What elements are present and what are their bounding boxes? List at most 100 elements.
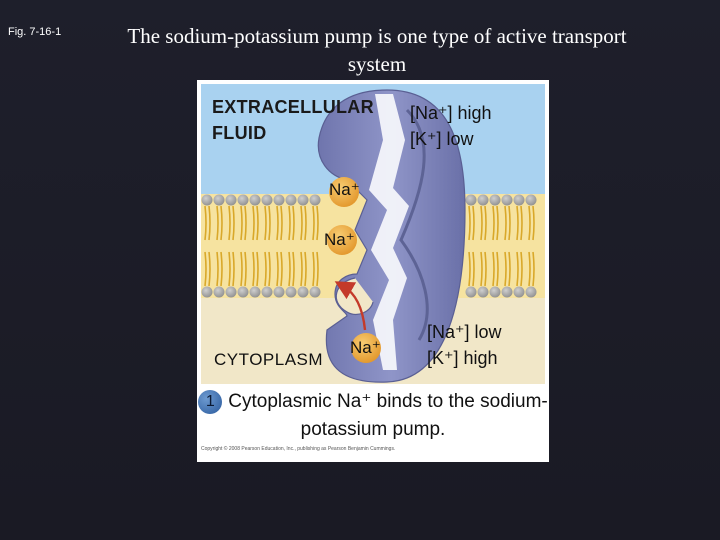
phospholipid-tail [228, 205, 231, 241]
phospholipid-head [489, 194, 501, 206]
inside-na-label: [Na⁺] low [427, 322, 502, 342]
phospholipid-head [261, 286, 273, 298]
phospholipid-tail [496, 205, 499, 241]
inside-concentration: [Na⁺] low [K⁺] high [427, 319, 502, 371]
phospholipid-head [201, 194, 213, 206]
phospholipid-head [285, 286, 297, 298]
phospholipid-tail [484, 251, 487, 287]
phospholipid-tail [276, 205, 279, 241]
step-number-badge: 1 [198, 390, 223, 414]
phospholipid-tail [300, 205, 303, 241]
phospholipid-tail [520, 205, 523, 241]
sodium-ion-1-label: Na⁺ [329, 180, 360, 199]
sodium-potassium-pump-figure: EXTRACELLULAR FLUID [Na⁺] high [K⁺] low … [197, 80, 549, 462]
phospholipid-tail [244, 205, 247, 241]
phospholipid-head [297, 194, 309, 206]
phospholipid-tail [216, 251, 219, 287]
phospholipid-tail [208, 205, 211, 241]
phospholipid-head [525, 286, 537, 298]
extracellular-label-line1: EXTRACELLULAR [212, 97, 374, 117]
phospholipid-tail [312, 205, 315, 241]
phospholipid-tail [276, 251, 279, 287]
phospholipid-tail [252, 251, 255, 287]
phospholipid-tail [256, 205, 259, 241]
phospholipid-tail [528, 251, 531, 287]
phospholipid-tail [468, 251, 471, 287]
phospholipid-head [249, 194, 261, 206]
movement-arrow [334, 281, 367, 331]
phospholipid-tail [528, 205, 531, 241]
phospholipid-head [225, 194, 237, 206]
pump-ridge [399, 108, 429, 341]
phospholipid-tail [244, 251, 247, 287]
phospholipid-tail [208, 251, 211, 287]
phospholipid-tail [304, 205, 307, 241]
sodium-ion-2 [327, 225, 357, 255]
phospholipid-tail [508, 205, 511, 241]
phospholipid-tail [204, 251, 207, 287]
phospholipid-tail [472, 251, 475, 287]
phospholipid-tail [288, 205, 291, 241]
sodium-ion-2-label: Na⁺ [324, 230, 355, 249]
phospholipid-head [501, 286, 513, 298]
phospholipid-head [285, 194, 297, 206]
phospholipid-tail [280, 251, 283, 287]
phospholipid-tail [472, 205, 475, 241]
phospholipid-tail [504, 251, 507, 287]
phospholipid-tail [268, 251, 271, 287]
caption-text: Cytoplasmic Na⁺ binds to the sodium-pota… [228, 391, 548, 440]
phospholipid-head [477, 286, 489, 298]
phospholipid-tail [312, 251, 315, 287]
phospholipid-tail [496, 251, 499, 287]
pump-channel [369, 94, 409, 370]
sodium-ion-3-label: Na⁺ [350, 338, 381, 357]
phospholipid-head [477, 194, 489, 206]
phospholipid-head [225, 286, 237, 298]
sodium-ion-3 [351, 333, 381, 363]
phospholipid-head [309, 194, 321, 206]
phospholipid-tail [468, 205, 471, 241]
phospholipid-head [201, 286, 213, 298]
phospholipid-tail [532, 251, 535, 287]
cytoplasm-label: CYTOPLASM [214, 350, 324, 369]
phospholipid-tail [316, 205, 319, 241]
phospholipid-tail [220, 251, 223, 287]
phospholipid-head [513, 194, 525, 206]
slide-title: The sodium-potassium pump is one type of… [127, 24, 627, 76]
phospholipid-head [213, 194, 225, 206]
phospholipid-head [273, 194, 285, 206]
copyright-notice: Copyright © 2008 Pearson Education, Inc.… [201, 446, 396, 452]
phospholipid-head [213, 286, 225, 298]
phospholipid-head [249, 286, 261, 298]
phospholipid-tail [216, 205, 219, 241]
phospholipid-head [525, 194, 537, 206]
phospholipid-tail [288, 251, 291, 287]
pump-diagram [201, 84, 545, 384]
phospholipid-tail [504, 205, 507, 241]
phospholipid-tail [204, 205, 207, 241]
phospholipid-tail [264, 205, 267, 241]
phospholipid-tail [480, 251, 483, 287]
phospholipid-tail [516, 205, 519, 241]
phospholipid-tail [492, 251, 495, 287]
phospholipid-tail [484, 205, 487, 241]
phospholipid-head [465, 286, 477, 298]
phospholipid-tail [292, 205, 295, 241]
phospholipid-tail [220, 205, 223, 241]
phospholipid-head [261, 194, 273, 206]
phospholipid-tail [516, 251, 519, 287]
phospholipid-tail [264, 251, 267, 287]
phospholipid-tail [532, 205, 535, 241]
phospholipid-tail [280, 205, 283, 241]
outside-k-label: [K⁺] low [410, 129, 474, 149]
phospholipid-head [513, 286, 525, 298]
outside-concentration: [Na⁺] high [K⁺] low [410, 100, 492, 152]
phospholipid-tail [316, 251, 319, 287]
phospholipid-tail [252, 205, 255, 241]
phospholipid-head [237, 194, 249, 206]
phospholipid-tail [508, 251, 511, 287]
phospholipid-head [237, 286, 249, 298]
inside-k-label: [K⁺] high [427, 348, 498, 368]
phospholipid-tail [256, 251, 259, 287]
